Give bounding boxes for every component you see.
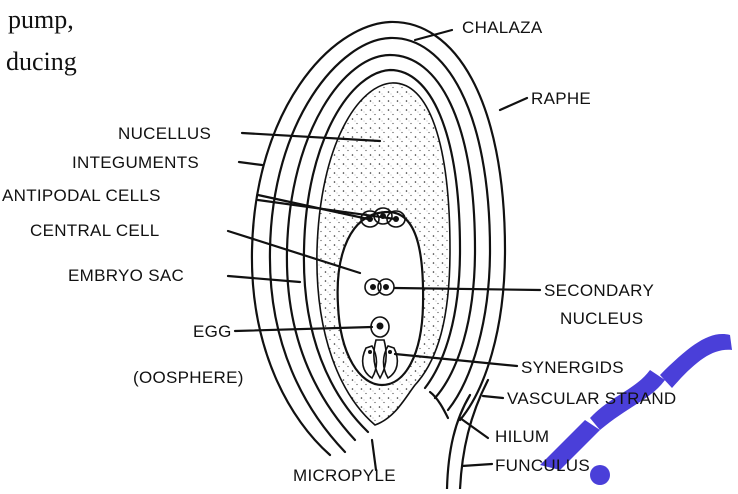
label-funculus: FUNCULUS <box>495 456 590 475</box>
label-raphe: RAPHE <box>531 89 591 108</box>
leader-integuments <box>239 162 262 165</box>
leader-hilum <box>460 418 488 438</box>
leader-embryo-sac <box>228 276 300 282</box>
leader-chalaza <box>415 30 452 40</box>
label-secondary: SECONDARY <box>544 281 654 300</box>
label-central-cell: CENTRAL CELL <box>30 221 160 240</box>
label-egg: EGG <box>193 322 232 341</box>
label-nucellus: NUCELLUS <box>118 124 211 143</box>
label-embryo-sac: EMBRYO SAC <box>68 266 184 285</box>
label-integuments: INTEGUMENTS <box>72 153 199 172</box>
label-nucleus: NUCLEUS <box>560 309 643 328</box>
leader-funculus <box>462 464 492 466</box>
label-micropyle: MICROPYLE <box>293 466 396 485</box>
label-hilum: HILUM <box>495 427 549 446</box>
label-vascular-strand: VASCULAR STRAND <box>507 389 677 408</box>
label-oosphere: (OOSPHERE) <box>133 368 244 387</box>
label-synergids: SYNERGIDS <box>521 358 624 377</box>
leader-vascular-strand <box>483 396 503 398</box>
label-chalaza: CHALAZA <box>462 18 543 37</box>
hilum-notch <box>430 392 448 418</box>
fragment-text-2: ducing <box>6 47 77 76</box>
label-antipodal-cells: ANTIPODAL CELLS <box>2 186 161 205</box>
embryo-sac <box>338 212 423 385</box>
leader-raphe <box>500 98 527 110</box>
fragment-text-1: pump, <box>8 5 74 34</box>
